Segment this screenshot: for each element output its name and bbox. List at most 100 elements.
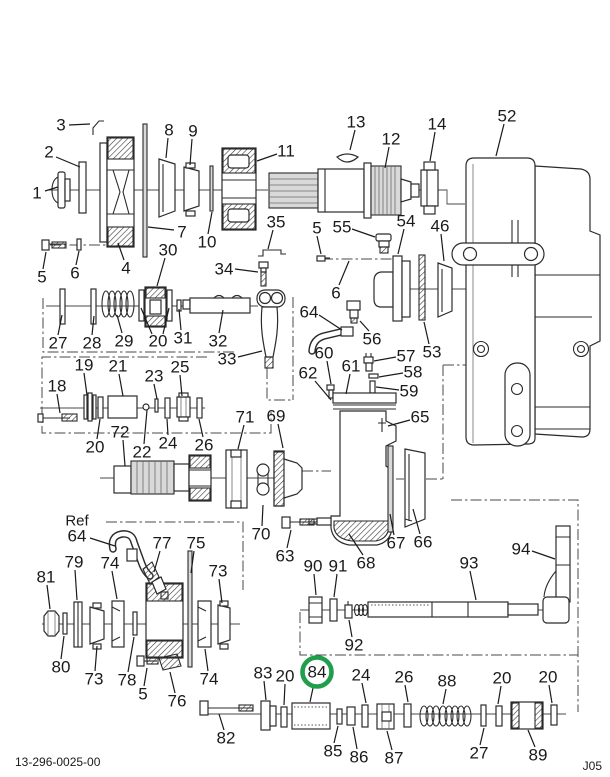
- callout-87[interactable]: 87: [385, 749, 404, 768]
- callout-57[interactable]: 57: [397, 347, 416, 366]
- callout-74b[interactable]: 74: [200, 670, 219, 689]
- callout-52[interactable]: 52: [498, 107, 517, 126]
- callout-18[interactable]: 18: [48, 377, 67, 396]
- callout-8[interactable]: 8: [164, 121, 173, 140]
- callout-79[interactable]: 79: [65, 553, 84, 572]
- part-53-shim-shape: [418, 254, 426, 321]
- leader-46: [440, 233, 445, 262]
- callout-32[interactable]: 32: [209, 332, 228, 351]
- callout-65[interactable]: 65: [411, 408, 430, 427]
- leader-68: [348, 533, 364, 556]
- callout-28[interactable]: 28: [83, 334, 102, 353]
- callout-9[interactable]: 9: [188, 122, 197, 141]
- callout-31[interactable]: 31: [174, 329, 193, 348]
- part-75-shim-shape: [187, 550, 193, 668]
- callout-59[interactable]: 59: [400, 382, 419, 401]
- callout-33[interactable]: 33: [218, 350, 237, 369]
- callout-75[interactable]: 75: [187, 534, 206, 553]
- callout-94[interactable]: 94: [512, 540, 531, 559]
- callout-30[interactable]: 30: [159, 241, 178, 260]
- callout-6b[interactable]: 6: [331, 284, 340, 303]
- callout-46[interactable]: 46: [431, 217, 450, 236]
- callout-72[interactable]: 72: [111, 423, 130, 442]
- callout-10[interactable]: 10: [198, 233, 217, 252]
- callout-54[interactable]: 54: [397, 212, 416, 231]
- callout-13[interactable]: 13: [347, 113, 366, 132]
- callout-93[interactable]: 93: [460, 554, 479, 573]
- assembly-shift-tower: [308, 353, 426, 546]
- callout-81[interactable]: 81: [37, 568, 56, 587]
- callout-86[interactable]: 86: [350, 748, 369, 767]
- callout-5b[interactable]: 5: [312, 219, 321, 238]
- leader-11: [256, 153, 278, 162]
- callout-22[interactable]: 22: [133, 443, 152, 462]
- callout-78[interactable]: 78: [118, 671, 137, 690]
- callout-ref[interactable]: Ref: [65, 513, 89, 530]
- callout-64a[interactable]: 64: [300, 303, 319, 322]
- callout-24a[interactable]: 24: [159, 434, 178, 453]
- callout-20b[interactable]: 20: [86, 438, 105, 457]
- callout-84[interactable]: 84: [308, 663, 327, 682]
- callout-88[interactable]: 88: [438, 672, 457, 691]
- part-20-washer-left-shape: [138, 289, 145, 322]
- leader-20c: [283, 683, 286, 706]
- callout-73a[interactable]: 73: [85, 670, 104, 689]
- callout-24b[interactable]: 24: [352, 666, 371, 685]
- callout-4[interactable]: 4: [121, 259, 130, 278]
- callout-71[interactable]: 71: [236, 408, 255, 427]
- callout-29[interactable]: 29: [115, 332, 134, 351]
- callout-7[interactable]: 7: [177, 223, 186, 242]
- callout-91[interactable]: 91: [329, 557, 348, 576]
- callout-76[interactable]: 76: [168, 692, 187, 711]
- callout-74a[interactable]: 74: [101, 554, 120, 573]
- callout-2[interactable]: 2: [44, 143, 53, 162]
- callout-19[interactable]: 19: [75, 356, 94, 375]
- callout-66[interactable]: 66: [414, 533, 433, 552]
- callout-62[interactable]: 62: [299, 364, 318, 383]
- callout-5c[interactable]: 5: [138, 685, 147, 704]
- callout-58[interactable]: 58: [404, 363, 423, 382]
- callout-27a[interactable]: 27: [49, 334, 68, 353]
- callout-11[interactable]: 11: [277, 142, 295, 161]
- callout-82[interactable]: 82: [217, 729, 236, 748]
- callout-25[interactable]: 25: [171, 358, 190, 377]
- part-3-shape: [92, 120, 104, 135]
- callout-83[interactable]: 83: [254, 664, 273, 683]
- leader-7: [147, 226, 175, 231]
- callout-3[interactable]: 3: [56, 116, 65, 135]
- callout-89[interactable]: 89: [529, 746, 548, 765]
- callout-26b[interactable]: 26: [395, 668, 414, 687]
- callout-20e[interactable]: 20: [539, 668, 558, 687]
- callout-1[interactable]: 1: [32, 184, 41, 203]
- callout-55[interactable]: 55: [333, 218, 352, 237]
- callout-67a[interactable]: 67: [387, 534, 406, 553]
- callout-63[interactable]: 63: [276, 547, 295, 566]
- callout-20d[interactable]: 20: [493, 669, 512, 688]
- callout-92[interactable]: 92: [345, 636, 364, 655]
- callout-85[interactable]: 85: [324, 742, 343, 761]
- callout-80[interactable]: 80: [52, 658, 71, 677]
- callout-56[interactable]: 56: [363, 330, 382, 349]
- callout-14[interactable]: 14: [428, 115, 447, 134]
- callout-5a[interactable]: 5: [37, 268, 46, 287]
- callout-70[interactable]: 70: [252, 525, 271, 544]
- callout-64b[interactable]: 64: [68, 527, 87, 546]
- callout-73b[interactable]: 73: [209, 562, 228, 581]
- callout-12[interactable]: 12: [382, 130, 401, 149]
- callout-26a[interactable]: 26: [195, 436, 214, 455]
- callout-60[interactable]: 60: [315, 344, 334, 363]
- callout-23[interactable]: 23: [145, 367, 164, 386]
- callout-6a[interactable]: 6: [70, 264, 79, 283]
- callout-20a[interactable]: 20: [149, 332, 168, 351]
- callout-61[interactable]: 61: [342, 357, 361, 376]
- callout-69[interactable]: 69: [267, 407, 286, 426]
- callout-68[interactable]: 68: [357, 554, 376, 573]
- callout-35[interactable]: 35: [267, 213, 286, 232]
- callout-21[interactable]: 21: [109, 357, 128, 376]
- callout-20c[interactable]: 20: [276, 667, 295, 686]
- callout-53[interactable]: 53: [423, 343, 442, 362]
- callout-27b[interactable]: 27: [470, 744, 489, 763]
- callout-34[interactable]: 34: [215, 260, 234, 279]
- callout-90[interactable]: 90: [304, 557, 323, 576]
- callout-77[interactable]: 77: [153, 534, 172, 553]
